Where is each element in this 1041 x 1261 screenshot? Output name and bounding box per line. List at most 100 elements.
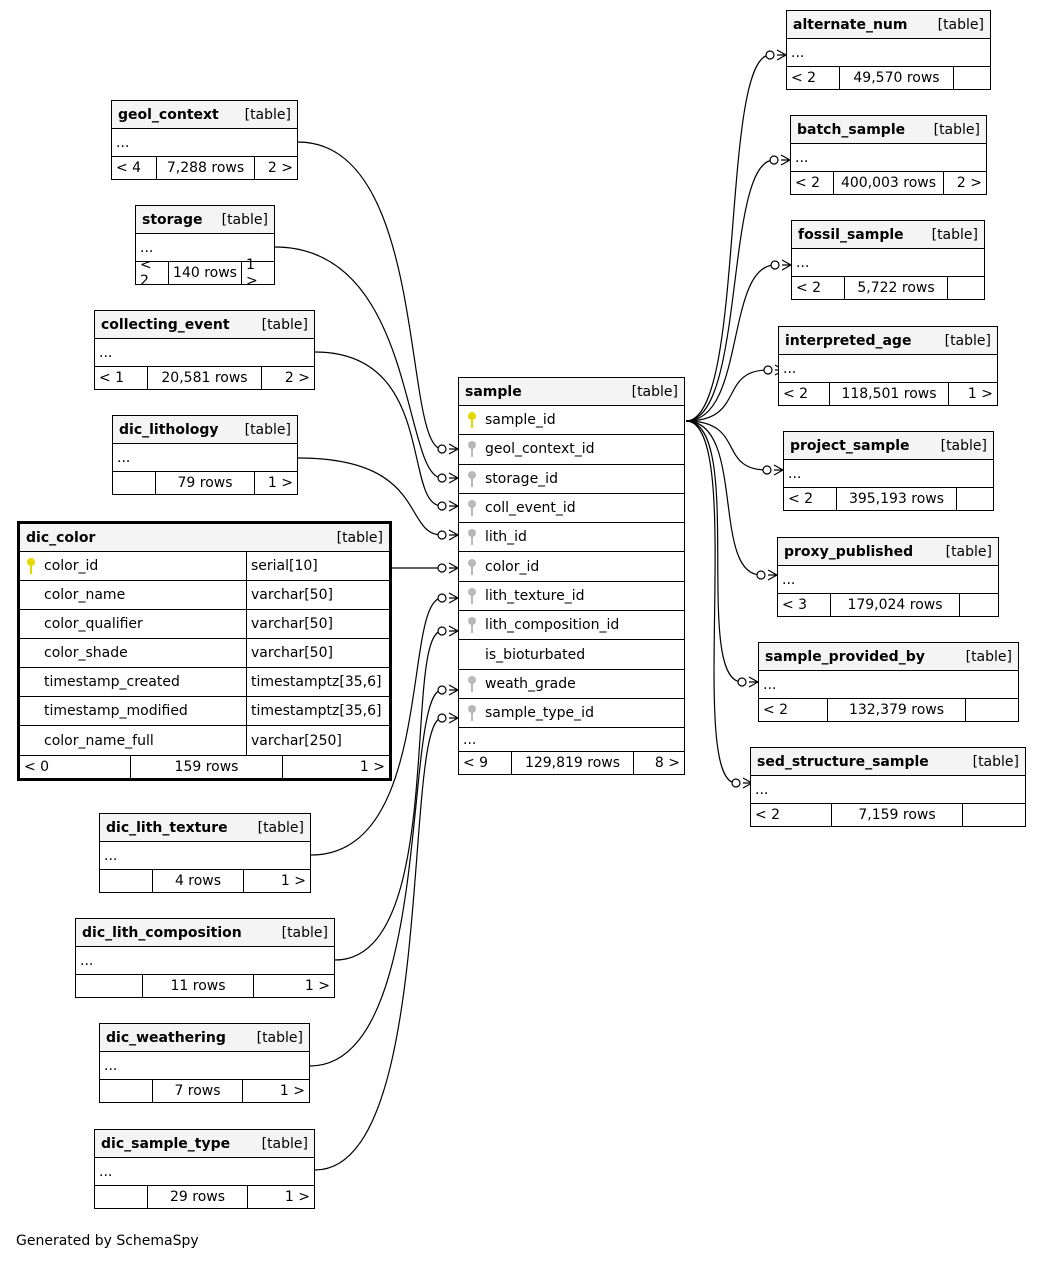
parents-count[interactable] [95, 1186, 147, 1208]
crowfoot-marker [781, 259, 792, 271]
crowfoot-marker [448, 592, 459, 604]
children-count[interactable]: 1 > [267, 475, 293, 491]
table-name: sample_provided_by [765, 648, 925, 665]
children-count[interactable]: 1 > [967, 386, 993, 402]
parents-count[interactable]: < 2 [791, 70, 817, 86]
parents-count[interactable] [100, 870, 152, 892]
crowfoot-marker [448, 529, 459, 541]
children-count[interactable]: 2 > [267, 160, 293, 176]
column-row[interactable]: is_bioturbated [459, 640, 684, 670]
children-count[interactable]: 1 > [280, 873, 306, 889]
table-footer: < 2 118,501 rows 1 > [779, 383, 997, 405]
table-footer: < 9 129,819 rows 8 > [459, 752, 684, 775]
parents-count[interactable]: < 9 [463, 755, 489, 772]
crowfoot-marker [448, 625, 459, 637]
table-dic-lith-texture[interactable]: dic_lith_texture[table] ... 4 rows 1 > [99, 813, 311, 893]
table-dic-lith-composition[interactable]: dic_lith_composition[table] ... 11 rows … [75, 918, 335, 998]
children-count[interactable]: 1 > [304, 978, 330, 994]
table-interpreted-age[interactable]: interpreted_age[table] ... < 2 118,501 r… [778, 326, 998, 406]
column-row[interactable]: sample_id [459, 406, 684, 436]
children-count[interactable]: 2 > [284, 370, 310, 386]
parents-count[interactable]: < 2 [140, 257, 152, 289]
table-sed-structure-sample[interactable]: sed_structure_sample[table] ... < 2 7,15… [750, 747, 1026, 827]
optional-marker [437, 593, 447, 603]
foreign-key-icon [465, 675, 479, 692]
table-fossil-sample[interactable]: fossil_sample[table] ... < 2 5,722 rows [791, 220, 985, 300]
children-count[interactable]: 1 > [279, 1083, 305, 1099]
column-row[interactable]: coll_event_id [459, 494, 684, 524]
parents-count[interactable]: < 4 [116, 160, 142, 176]
column-row[interactable]: geol_context_id [459, 435, 684, 465]
table-type: [table] [257, 819, 304, 836]
crowfoot-marker [773, 464, 784, 476]
table-sample-provided-by[interactable]: sample_provided_by[table] ... < 2 132,37… [758, 642, 1019, 722]
parents-count[interactable]: < 1 [99, 370, 125, 386]
table-project-sample[interactable]: project_sample[table] ... < 2 395,193 ro… [783, 431, 994, 511]
column-row[interactable]: lith_id [459, 523, 684, 553]
column-name: lith_id [485, 529, 527, 546]
optional-marker [731, 778, 741, 788]
column-row[interactable]: weath_grade [459, 670, 684, 699]
parents-count[interactable]: < 2 [755, 807, 781, 823]
column-row[interactable]: storage_id [459, 465, 684, 494]
children-count[interactable]: 1 > [359, 759, 385, 775]
table-dic-sample-type[interactable]: dic_sample_type[table] ... 29 rows 1 > [94, 1129, 315, 1209]
parents-count[interactable]: < 2 [763, 702, 789, 718]
children-count[interactable]: 1 > [284, 1189, 310, 1205]
table-type: [table] [256, 1029, 303, 1046]
parents-count[interactable]: < 2 [795, 175, 821, 191]
parents-count[interactable]: < 2 [783, 386, 809, 402]
row-count: 7,159 rows [831, 804, 963, 826]
children-count[interactable] [960, 594, 998, 616]
children-count[interactable]: 2 > [956, 175, 982, 191]
table-storage[interactable]: storage[table] ... < 2 140 rows 1 > [135, 205, 275, 289]
column-name: sample_type_id [485, 705, 594, 722]
foreign-key-icon [465, 617, 479, 634]
table-geol-context[interactable]: geol_context[table] ... < 4 7,288 rows 2… [111, 100, 298, 180]
optional-marker [437, 444, 447, 454]
children-count[interactable] [957, 488, 993, 510]
parents-count[interactable] [113, 472, 155, 494]
column-row[interactable]: color_id [459, 552, 684, 582]
parents-count[interactable] [100, 1080, 152, 1102]
table-name: dic_weathering [106, 1029, 226, 1046]
optional-marker [769, 155, 779, 165]
parents-count[interactable] [76, 975, 142, 997]
table-collecting-event[interactable]: collecting_event[table] ... < 1 20,581 r… [94, 310, 315, 390]
children-count[interactable]: 1 > [246, 257, 258, 289]
children-count[interactable] [966, 699, 1018, 721]
table-dic-weathering[interactable]: dic_weathering[table] ... 7 rows 1 > [99, 1023, 310, 1103]
parents-count[interactable]: < 3 [782, 597, 808, 613]
table-dic-lithology[interactable]: dic_lithology[table] ... 79 rows 1 > [112, 415, 298, 495]
parents-count[interactable]: < 2 [788, 491, 814, 507]
ellipsis-row: ... [791, 44, 805, 61]
table-name: geol_context [118, 106, 219, 123]
column-name: lith_texture_id [485, 587, 585, 604]
table-proxy-published[interactable]: proxy_published[table] ... < 3 179,024 r… [777, 537, 999, 617]
children-count[interactable]: 8 > [654, 755, 680, 772]
column-row[interactable]: sample_type_id [459, 699, 684, 729]
column-row[interactable]: lith_texture_id [459, 582, 684, 612]
children-count[interactable] [954, 67, 990, 89]
table-type: [table] [965, 648, 1012, 665]
table-alternate-num[interactable]: alternate_num[table] ... < 2 49,570 rows [786, 10, 991, 90]
column-type: varchar[50] [251, 587, 333, 603]
column-row[interactable]: lith_composition_id [459, 611, 684, 641]
children-count[interactable] [963, 804, 1025, 826]
table-batch-sample[interactable]: batch_sample[table] ... < 2 400,003 rows… [790, 115, 987, 195]
parents-count[interactable]: < 0 [24, 759, 50, 775]
children-count[interactable] [948, 277, 984, 299]
table-name: dic_lith_texture [106, 819, 228, 836]
foreign-key-icon [465, 441, 479, 458]
table-footer: 29 rows 1 > [95, 1186, 314, 1208]
parents-count[interactable]: < 2 [796, 280, 822, 296]
